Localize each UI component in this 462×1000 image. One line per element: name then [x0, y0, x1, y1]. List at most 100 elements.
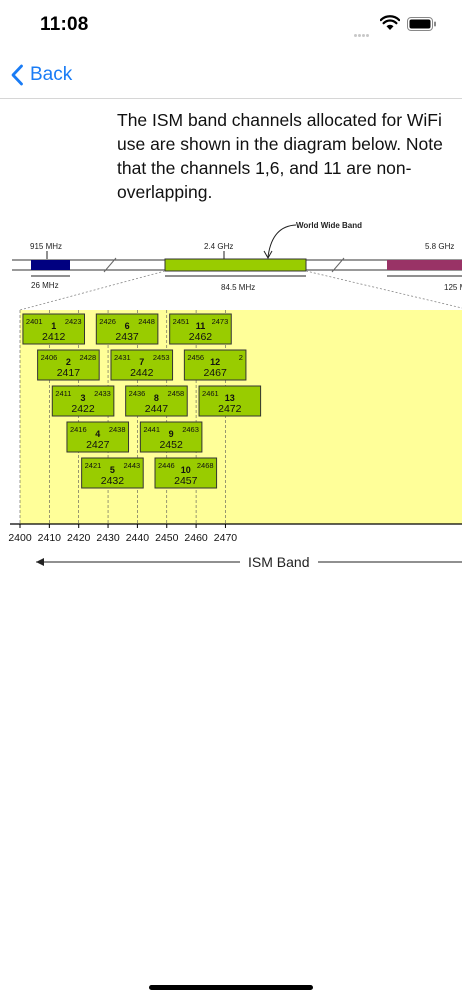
axis-tick-label: 2460	[184, 532, 208, 544]
strip-break-mark	[103, 257, 117, 273]
channel-box	[66, 421, 130, 453]
strip-break-mark	[331, 257, 345, 273]
axis-tick-label: 2430	[96, 532, 120, 544]
label-915mhz: 915 MHz	[30, 242, 62, 251]
channel-center-freq: 2467	[203, 367, 227, 379]
label-24ghz: 2.4 GHz	[204, 242, 233, 251]
back-label: Back	[30, 64, 73, 85]
channel-box	[169, 313, 232, 345]
channel-box	[139, 421, 203, 453]
channel-center-freq: 2422	[71, 403, 95, 415]
channel-number: 6	[125, 321, 130, 331]
band-915mhz-block	[31, 260, 70, 270]
channel-low-freq: 2456	[187, 353, 204, 362]
channel-number: 10	[181, 465, 191, 475]
channel-number: 9	[169, 429, 174, 439]
channel-center-freq: 2447	[145, 403, 169, 415]
channel-low-freq: 2441	[143, 425, 160, 434]
chevron-left-icon	[11, 64, 23, 86]
channel-box	[22, 313, 86, 345]
channel-number: 4	[95, 429, 100, 439]
channel-low-freq: 2421	[85, 461, 102, 470]
ism-band-diagram: 915 MHz 2.4 GHz 5.8 GHz World Wide Band …	[8, 221, 462, 570]
label-845mhz: 84.5 MHz	[221, 283, 255, 292]
axis-tick-label: 2400	[8, 532, 32, 544]
channel-center-freq: 2412	[42, 331, 66, 343]
ism-band-title: ISM Band	[248, 554, 309, 570]
zoom-line-left	[19, 270, 166, 311]
band-24ghz-block	[164, 258, 307, 272]
channel-number: 2	[66, 357, 71, 367]
ism-band-region	[20, 310, 462, 524]
channel-center-freq: 2472	[218, 403, 242, 415]
navigation-bar: Back	[0, 52, 462, 99]
channel-box	[95, 313, 159, 345]
battery-icon	[407, 17, 436, 31]
channel-center-freq: 2417	[57, 367, 81, 379]
signal-icon	[354, 24, 372, 37]
home-indicator	[149, 985, 313, 990]
channel-low-freq: 2446	[158, 461, 175, 470]
channel-center-freq: 2442	[130, 367, 154, 379]
channel-number: 5	[110, 465, 115, 475]
channel-low-freq: 2431	[114, 353, 131, 362]
channel-box	[81, 457, 144, 489]
channel-high-freq: 2448	[138, 317, 155, 326]
channel-number: 12	[210, 357, 220, 367]
channel-box	[37, 349, 100, 381]
channel-high-freq: 2468	[197, 461, 214, 470]
axis-tick-label: 2410	[38, 532, 62, 544]
world-wide-band-pointer	[267, 224, 297, 258]
channel-high-freq: 2458	[168, 389, 185, 398]
label-58ghz: 5.8 GHz	[425, 242, 454, 251]
channel-number: 3	[81, 393, 86, 403]
zoom-line-right	[305, 270, 462, 309]
status-bar: 11:08	[0, 0, 462, 50]
channel-center-freq: 2457	[174, 475, 198, 487]
channel-box	[183, 349, 247, 381]
label-125mhz: 125 M	[444, 283, 462, 292]
axis-tick-label: 2450	[155, 532, 179, 544]
label-26mhz: 26 MHz	[31, 281, 59, 290]
channel-high-freq: 2423	[65, 317, 82, 326]
channel-center-freq: 2462	[189, 331, 213, 343]
channel-center-freq: 2427	[86, 439, 110, 451]
channel-center-freq: 2432	[101, 475, 125, 487]
channel-high-freq: 2433	[94, 389, 111, 398]
channel-low-freq: 2426	[99, 317, 116, 326]
channel-low-freq: 2406	[41, 353, 58, 362]
band-58ghz-block	[387, 260, 462, 270]
wifi-icon	[380, 15, 400, 30]
channel-high-freq: 2443	[124, 461, 141, 470]
channel-low-freq: 2416	[70, 425, 87, 434]
channel-high-freq: 2473	[212, 317, 229, 326]
back-button[interactable]: Back	[10, 60, 72, 90]
channel-center-freq: 2437	[115, 331, 139, 343]
axis-tick-label: 2420	[67, 532, 91, 544]
channel-box	[125, 385, 188, 417]
label-world-wide-band: World Wide Band	[296, 221, 362, 230]
channel-box	[198, 385, 262, 417]
channel-number: 8	[154, 393, 159, 403]
channel-box	[154, 457, 218, 489]
status-time: 11:08	[40, 14, 89, 35]
channel-low-freq: 2401	[26, 317, 43, 326]
channel-low-freq: 2436	[129, 389, 146, 398]
ism-band-arrowhead	[36, 558, 44, 566]
channel-box	[110, 349, 174, 381]
channel-high-freq: 2453	[153, 353, 170, 362]
channel-low-freq: 2461	[202, 389, 219, 398]
channel-number: 1	[51, 321, 56, 331]
